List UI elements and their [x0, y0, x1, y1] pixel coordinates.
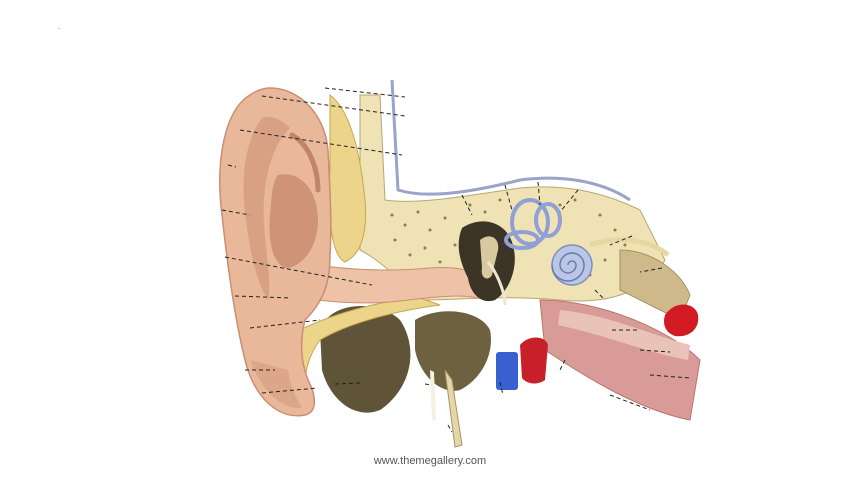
cranial-outline — [390, 79, 631, 202]
label-leader-lines — [221, 87, 691, 433]
styloid-tissue — [415, 311, 491, 391]
jugular-vein — [496, 352, 518, 390]
tympanic-membrane — [486, 261, 507, 306]
ossicles — [480, 236, 499, 279]
pharyngeal-opening — [664, 304, 699, 337]
vestibulocochlear-nerve — [589, 237, 670, 257]
carotid-artery — [520, 337, 548, 384]
mastoid-tissue — [320, 306, 411, 413]
helix-fold — [243, 116, 290, 300]
cochlea-spiral — [551, 252, 585, 282]
semicircular-canals — [504, 198, 562, 250]
styloid-process — [444, 369, 463, 448]
thin-process — [430, 370, 436, 421]
footer-credit[interactable]: www.themegallery.com — [373, 455, 487, 467]
corner-mark: . — [58, 22, 61, 31]
antihelix — [289, 132, 321, 193]
cochlea — [551, 244, 593, 286]
ear-lobule — [250, 360, 302, 409]
eustachian-tube — [558, 310, 690, 360]
concha — [269, 174, 318, 268]
